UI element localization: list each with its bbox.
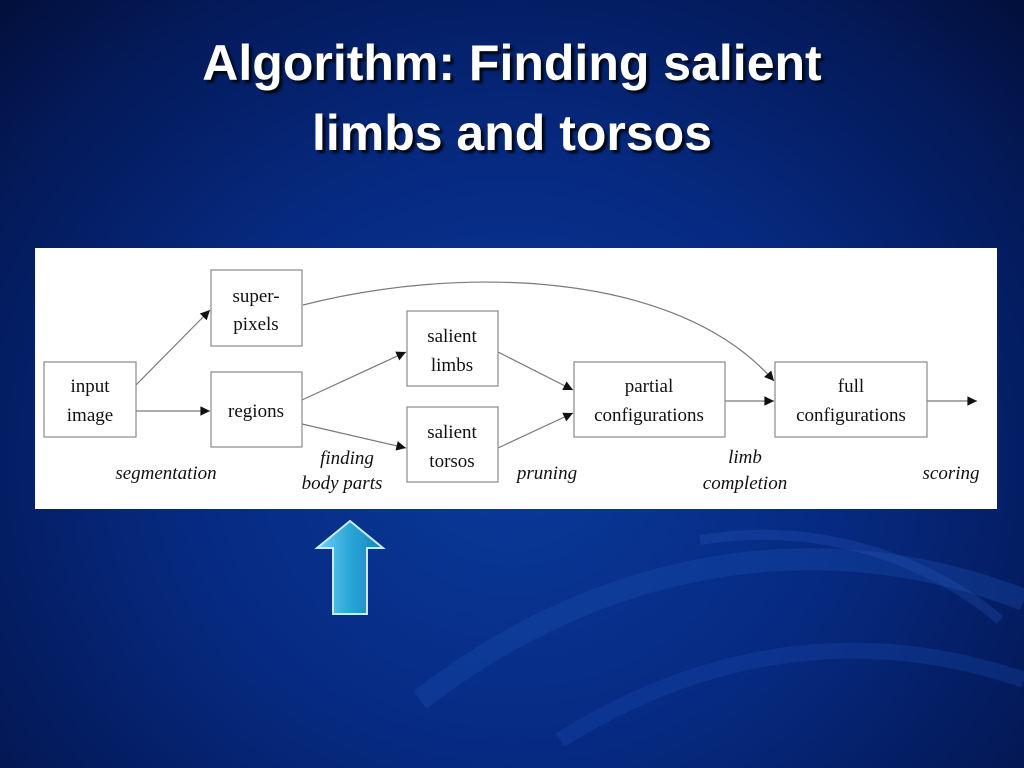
stage-label-finding-line-1: finding: [320, 448, 374, 469]
node-regions-label: regions: [228, 401, 284, 422]
node-full-configurations: full configurations: [774, 361, 928, 438]
edge-regions-torsos: [301, 423, 407, 451]
node-superpixels-line-1: super-: [232, 286, 279, 307]
stage-label-pruning: pruning: [515, 463, 577, 484]
node-input-image: input image: [43, 361, 137, 438]
node-partial-configurations-line-1: partial: [625, 376, 674, 397]
edge-regions-limbs: [301, 351, 407, 401]
edge-input-superpixels: [135, 309, 211, 386]
node-input-image-line-1: input: [70, 376, 110, 397]
edge-limbs-partial: [497, 351, 574, 391]
node-salient-torsos: salient torsos: [406, 406, 499, 483]
node-salient-limbs-line-2: limbs: [431, 355, 473, 376]
up-arrow-icon: [314, 519, 386, 615]
node-partial-configurations-line-2: configurations: [594, 405, 704, 426]
pipeline-diagram-canvas: input image super- pixels regions salien…: [43, 269, 980, 494]
node-salient-torsos-line-1: salient: [427, 422, 477, 443]
node-salient-torsos-line-2: torsos: [429, 451, 474, 472]
edge-superpixels-full: [302, 281, 775, 382]
node-partial-configurations: partial configurations: [573, 361, 726, 438]
node-salient-limbs: salient limbs: [406, 310, 499, 387]
node-salient-limbs-line-1: salient: [427, 326, 477, 347]
node-regions: regions: [210, 371, 303, 448]
node-superpixels-line-2: pixels: [233, 314, 278, 335]
pipeline-diagram: input image super- pixels regions salien…: [35, 248, 997, 509]
node-superpixels: super- pixels: [210, 269, 303, 347]
edge-torsos-partial: [497, 412, 574, 449]
node-full-configurations-line-2: configurations: [796, 405, 906, 426]
stage-label-segmentation: segmentation: [115, 463, 216, 484]
stage-label-finding-line-2: body parts: [302, 473, 383, 494]
stage-label-scoring: scoring: [923, 463, 980, 484]
stage-label-limb-completion-line-1: limb: [728, 447, 762, 468]
slide-title: Algorithm: Finding salient limbs and tor…: [0, 28, 1024, 168]
node-input-image-line-2: image: [67, 405, 113, 426]
node-full-configurations-line-1: full: [838, 376, 864, 397]
slide-title-line-1: Algorithm: Finding salient: [202, 35, 822, 91]
stage-label-limb-completion-line-2: completion: [703, 473, 787, 494]
slide-title-line-2: limbs and torsos: [311, 105, 713, 161]
